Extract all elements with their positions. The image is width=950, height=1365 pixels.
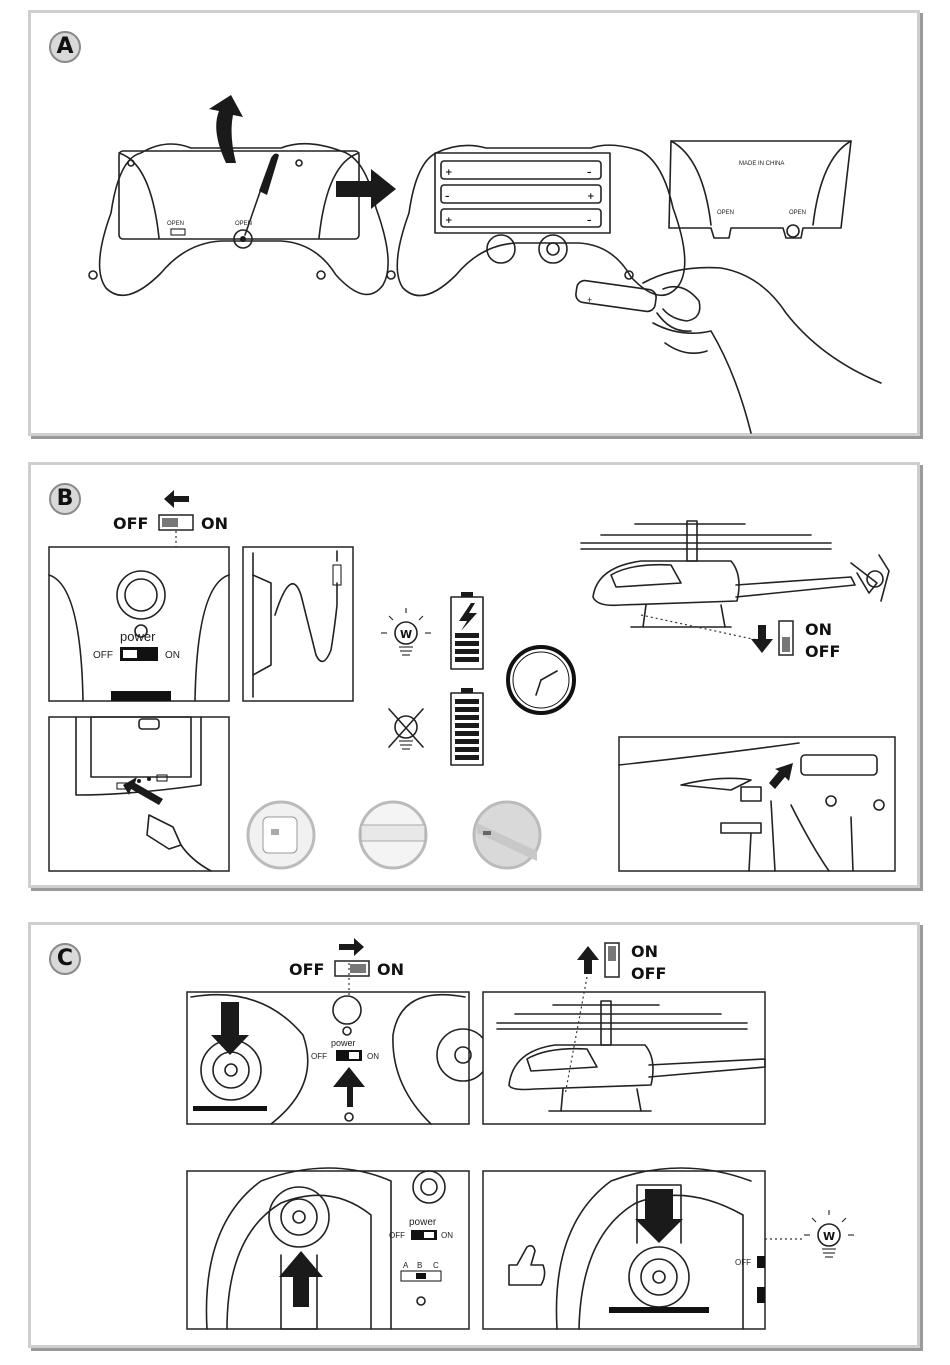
closeup-off-label: OFF <box>93 650 113 661</box>
battery-cover: MADE IN CHINA OPEN OPEN <box>669 141 851 238</box>
c-power-on-label: ON <box>367 1052 379 1061</box>
bulb-on-c-icon: W <box>804 1210 854 1257</box>
battery-3-plus: + <box>445 216 453 226</box>
panel-b-illustration: OFF ON power OFF ON <box>31 465 923 891</box>
battery-2-minus: – <box>445 192 450 202</box>
clock-icon <box>508 647 574 713</box>
c-heli-on-label: ON <box>631 942 658 961</box>
hand-battery-plus: + <box>587 295 592 305</box>
c3-power-label: power <box>409 1217 437 1228</box>
step-controller-power-on: power OFF ON <box>187 963 489 1124</box>
panel-a: A OPEN OPEN <box>28 10 920 436</box>
down-arrow-icon <box>751 625 773 653</box>
c-switch-on-label: ON <box>377 960 404 979</box>
usb-port-closeup <box>49 717 229 871</box>
helicopter: ON OFF <box>581 521 889 661</box>
battery-charging-icon <box>451 592 483 669</box>
step-ready: OFF W <box>483 1168 854 1329</box>
step-helicopter-switch-on: ON OFF <box>483 942 765 1124</box>
bulb-letter-on: W <box>400 628 412 641</box>
power-adapters <box>248 802 540 868</box>
bulb-on-icon: W <box>381 608 431 655</box>
c4-off-label: OFF <box>735 1258 751 1267</box>
cover-open-right: OPEN <box>789 210 806 216</box>
step-throttle-up: power OFF ON A B C <box>187 1168 469 1329</box>
c-power-label: power <box>331 1038 356 1048</box>
battery-2-plus: + <box>587 192 595 202</box>
charging-indicator: W <box>381 592 574 765</box>
abc-c: C <box>433 1261 439 1270</box>
heli-switch-off-label: OFF <box>805 642 840 661</box>
right-arrow-small-icon <box>339 938 364 956</box>
c-switch-off-label: OFF <box>289 960 324 979</box>
battery-1-plus: + <box>445 168 453 178</box>
curved-arrow-icon <box>209 95 243 163</box>
battery-full-icon <box>451 688 483 765</box>
c3-off-label: OFF <box>389 1231 405 1240</box>
controller-power-closeup: power OFF ON <box>49 547 229 701</box>
c-bulb-letter: W <box>823 1230 835 1243</box>
closeup-on-label: ON <box>165 650 180 661</box>
hand-with-battery: + <box>575 268 881 433</box>
battery-1-minus: – <box>587 168 592 178</box>
abc-b: B <box>417 1261 422 1270</box>
c-power-off-label: OFF <box>311 1052 327 1061</box>
c3-on-label: ON <box>441 1231 453 1240</box>
cover-open-left: OPEN <box>717 210 734 216</box>
abc-a: A <box>403 1261 409 1270</box>
panel-c-illustration: OFF ON power OFF ON <box>31 925 923 1351</box>
open-label-left: OPEN <box>167 221 184 227</box>
switch-on-label: ON <box>201 514 228 533</box>
switch-off-label: OFF <box>113 514 148 533</box>
helicopter-port-closeup <box>619 737 895 871</box>
bulb-off-icon <box>389 709 423 749</box>
made-in-china-label: MADE IN CHINA <box>739 161 784 167</box>
charging-cable-closeup <box>243 547 353 701</box>
c-heli-off-label: OFF <box>631 964 666 983</box>
panel-b: B OFF ON power OFF ON <box>28 462 920 888</box>
switch-off-on-c: OFF ON <box>289 938 404 979</box>
heli-switch-on-label: ON <box>805 620 832 639</box>
battery-3-minus: – <box>587 216 592 226</box>
power-label: power <box>120 629 156 644</box>
heli-up-arrow-icon <box>577 946 599 974</box>
left-arrow-icon <box>164 490 189 508</box>
panel-c: C OFF ON power OFF ON <box>28 922 920 1348</box>
panel-a-illustration: OPEN OPEN + – – + + – <box>31 13 923 439</box>
controller-open-batteries: + – – + + – <box>387 145 685 295</box>
